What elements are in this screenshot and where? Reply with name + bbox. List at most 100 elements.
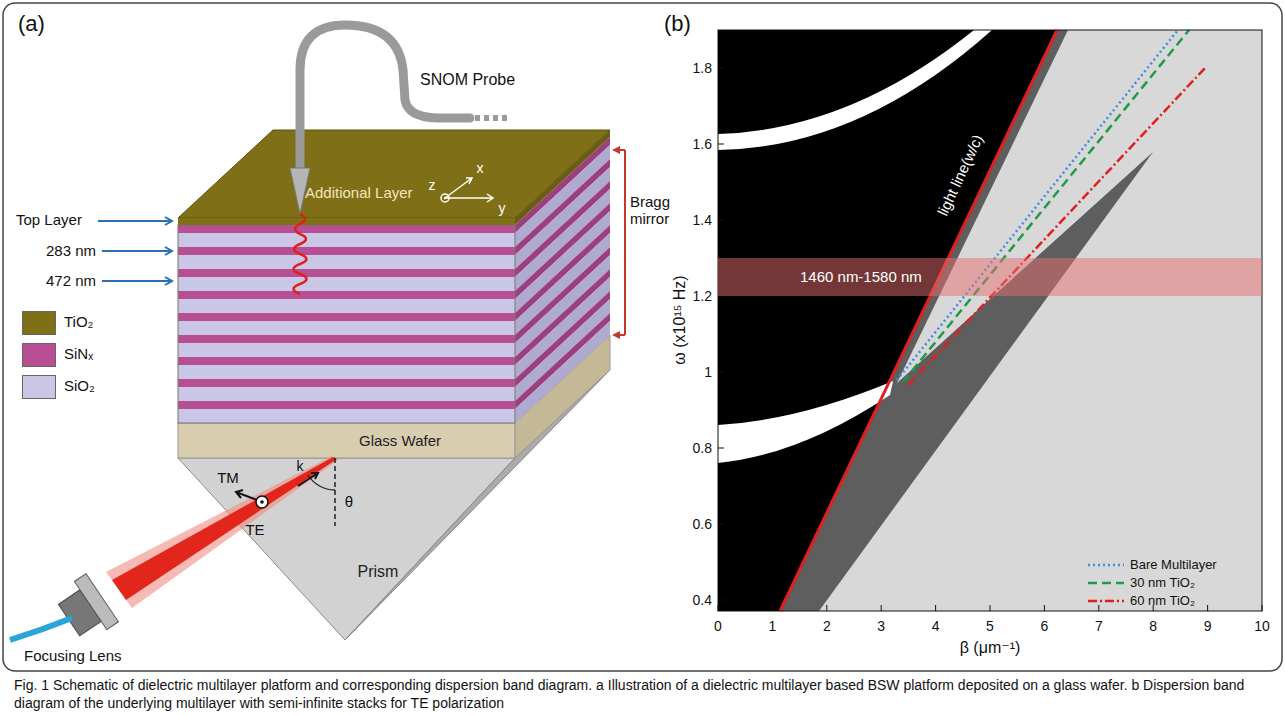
label-text: 1 [704, 364, 712, 380]
legend-line [1088, 582, 1124, 585]
label-text: 1.2 [693, 288, 712, 304]
legend-text: SiO₂ [64, 377, 95, 394]
legend-swatch [22, 311, 56, 335]
top-layer-front [178, 218, 515, 225]
label-text: 7 [1095, 618, 1103, 634]
plot-frame [718, 30, 1262, 611]
label-text: Bragg mirror [630, 193, 680, 228]
label-text: ω (x10¹⁵ Hz) [671, 275, 689, 364]
layer-side [515, 321, 610, 423]
band-label: 1460 nm-1580 nm [800, 268, 922, 285]
legend-swatch [22, 343, 56, 367]
figure-caption: Fig. 1 Schematic of dielectric multilaye… [14, 676, 1272, 712]
layer-side [515, 313, 610, 409]
dispersion-plot [718, 30, 1262, 611]
plot-background [718, 30, 1262, 611]
x-tick [826, 605, 827, 611]
layer-front [178, 255, 515, 269]
lower-white-band [718, 381, 893, 463]
layer-front [178, 335, 515, 343]
label-text: Prism [358, 563, 399, 581]
layer-front [178, 299, 515, 313]
tio2-30nm-curve [903, 30, 1189, 382]
y-tick [718, 524, 724, 525]
y-tick [718, 144, 724, 145]
laser-beam [112, 457, 337, 600]
layer-front [178, 291, 515, 299]
x-tick [772, 605, 773, 611]
label-text: 10 [1254, 618, 1270, 634]
bragg-bracket [614, 150, 625, 335]
layer-front [178, 343, 515, 357]
layer-front [178, 225, 515, 233]
label-text: 1 [768, 618, 776, 634]
x-tick [1044, 605, 1045, 611]
layer-side [515, 299, 610, 401]
figure-border [3, 3, 1282, 671]
label-text: x [477, 160, 484, 176]
y-tick [718, 68, 724, 69]
layer-front [178, 277, 515, 291]
layer-front [178, 409, 515, 423]
label-text: 0.8 [693, 440, 712, 456]
x-tick [935, 605, 936, 611]
label-text: 9 [1204, 618, 1212, 634]
axis-arrows [445, 178, 493, 202]
top-face [178, 130, 610, 218]
label-text: 0.4 [693, 592, 712, 608]
layer-front [178, 321, 515, 335]
label-text: y [499, 200, 506, 216]
legend-text: TiO₂ [64, 313, 93, 330]
focusing-lens [53, 574, 119, 644]
evanescent-field [294, 214, 307, 294]
x-tick [1098, 605, 1099, 611]
label-text: 0.6 [693, 516, 712, 532]
layer-front [178, 401, 515, 409]
stack-outline [178, 225, 515, 423]
bare-multilayer-curve [897, 30, 1178, 380]
legend-text: Bare Multilayer [1130, 558, 1217, 573]
legend-line [1088, 564, 1124, 567]
legend-line-sample [1088, 597, 1124, 605]
label-text: Glass Wafer [359, 432, 441, 449]
multilayer-illustration [10, 25, 625, 644]
surface-normal [334, 458, 336, 526]
y-tick [718, 600, 724, 601]
label-text: TE [245, 521, 264, 538]
label-text: 0 [714, 618, 722, 634]
tio2-60nm-curve [908, 68, 1205, 385]
label-text: z [429, 177, 436, 193]
k-arrow [298, 473, 318, 486]
label-text: 3 [877, 618, 885, 634]
axis-ticks [718, 68, 1262, 611]
label-text: (a) [18, 11, 45, 36]
x-tick [718, 605, 719, 611]
upper-white-band [718, 30, 992, 150]
label-text: 472 nm [46, 272, 96, 289]
y-tick [718, 372, 724, 373]
beam-halo [106, 456, 338, 608]
glass-wafer-front [178, 423, 515, 458]
layer-front [178, 269, 515, 277]
label-text: 6 [1040, 618, 1048, 634]
label-text: 2 [823, 618, 831, 634]
probe-fiber [300, 25, 470, 172]
label-text: 1.6 [693, 136, 712, 152]
layer-front [178, 365, 515, 379]
legend-swatch [22, 375, 56, 399]
legend-text: 30 nm TiO₂ [1130, 576, 1195, 591]
label-text: TM [217, 469, 239, 486]
layer-front [178, 357, 515, 365]
x-tick [990, 605, 991, 611]
prism-front [178, 458, 515, 640]
layer-front [178, 233, 515, 247]
label-text: 283 nm [46, 242, 96, 259]
top-layer-side [515, 130, 610, 225]
lens-element [74, 574, 118, 630]
wavelength-band: 1460 nm-1580 nm [718, 258, 1262, 296]
legend-text: 60 nm TiO₂ [1130, 594, 1195, 609]
label-text: 1.4 [693, 212, 712, 228]
y-tick [718, 220, 724, 221]
x-tick [881, 605, 882, 611]
